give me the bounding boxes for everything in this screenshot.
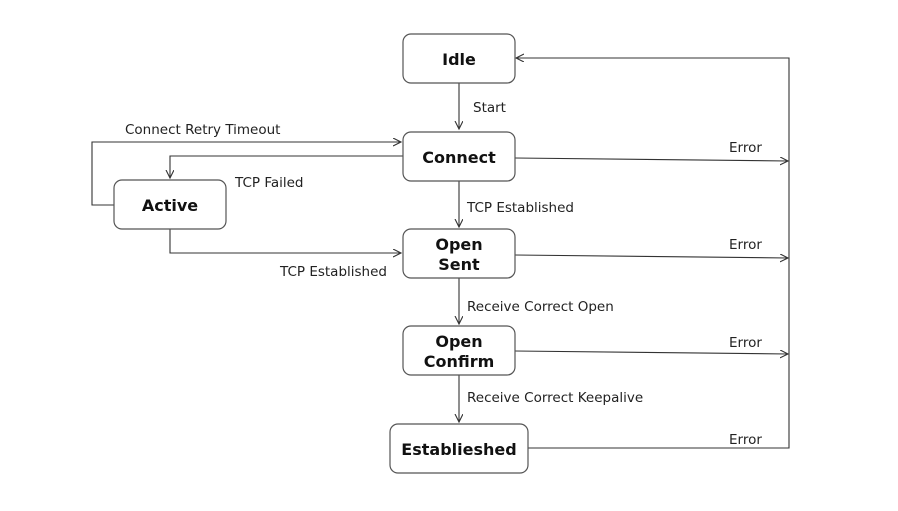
- state-active: Active: [113, 179, 227, 230]
- state-open-sent: Open Sent: [402, 228, 516, 279]
- label-error-open-confirm: Error: [729, 335, 762, 351]
- label-error-open-sent: Error: [729, 237, 762, 253]
- state-open-confirm: Open Confirm: [402, 325, 516, 376]
- edge-error-established: [516, 58, 790, 449]
- label-tcp-established-connect: TCP Established: [466, 200, 574, 216]
- label-tcp-failed: TCP Failed: [234, 175, 304, 191]
- state-idle-label: Idle: [442, 50, 476, 69]
- label-start: Start: [473, 100, 506, 116]
- state-open-sent-line1: Open: [435, 235, 482, 254]
- edge-connect-retry-timeout: [91, 142, 401, 206]
- state-idle: Idle: [402, 33, 516, 84]
- label-error-established: Error: [729, 432, 762, 448]
- state-active-label: Active: [142, 196, 198, 215]
- label-tcp-established-active: TCP Established: [279, 264, 387, 280]
- state-connect-label: Connect: [422, 148, 496, 167]
- state-connect: Connect: [402, 131, 516, 182]
- label-receive-correct-keepalive: Receive Correct Keepalive: [467, 390, 643, 406]
- edge-error-open-confirm: [514, 351, 788, 354]
- edge-error-connect: [514, 158, 788, 161]
- edge-tcp-failed: [170, 155, 403, 178]
- label-receive-correct-open: Receive Correct Open: [467, 299, 614, 315]
- state-established-label: Establieshed: [401, 440, 516, 459]
- state-open-confirm-line1: Open: [435, 332, 482, 351]
- edge-tcp-established-active: [169, 229, 401, 253]
- state-established: Establieshed: [389, 423, 529, 474]
- label-connect-retry-timeout: Connect Retry Timeout: [125, 122, 280, 138]
- label-error-connect: Error: [729, 140, 762, 156]
- state-open-sent-line2: Sent: [438, 255, 480, 274]
- edge-error-open-sent: [514, 255, 788, 258]
- state-open-confirm-line2: Confirm: [424, 352, 495, 371]
